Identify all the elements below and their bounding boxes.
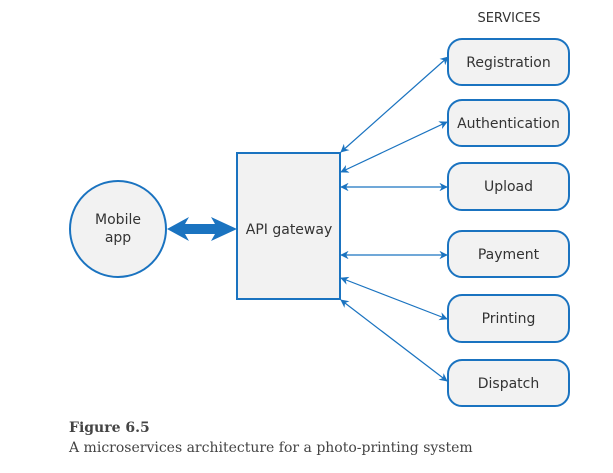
service-registration: Registration <box>447 38 570 86</box>
service-label: Payment <box>478 247 540 263</box>
service-label: Dispatch <box>478 376 540 392</box>
connector-registration <box>340 56 449 153</box>
mobile-app-label-line2: app <box>105 230 131 246</box>
service-label: Upload <box>484 179 533 195</box>
service-dispatch: Dispatch <box>447 359 570 407</box>
connector-dispatch <box>340 299 448 382</box>
connector-authentication <box>340 121 448 173</box>
service-label: Printing <box>482 311 536 327</box>
mobile-app-label-line1: Mobile <box>95 212 141 228</box>
figure-caption-text: A microservices architecture for a photo… <box>69 440 473 456</box>
service-authentication: Authentication <box>447 99 570 147</box>
api-gateway-node: API gateway <box>236 152 341 300</box>
service-label: Authentication <box>457 116 560 132</box>
figure-number: Figure 6.5 <box>69 420 150 436</box>
thick-double-arrow <box>167 217 237 241</box>
service-upload: Upload <box>447 162 570 211</box>
services-heading: SERVICES <box>477 11 540 26</box>
figure-caption: Figure 6.5 A microservices architecture … <box>69 418 473 458</box>
service-connectors <box>340 56 449 382</box>
service-printing: Printing <box>447 294 570 343</box>
mobile-app-node: Mobile app <box>69 180 167 278</box>
service-payment: Payment <box>447 230 570 278</box>
api-gateway-label: API gateway <box>246 222 332 238</box>
service-label: Registration <box>466 55 550 71</box>
